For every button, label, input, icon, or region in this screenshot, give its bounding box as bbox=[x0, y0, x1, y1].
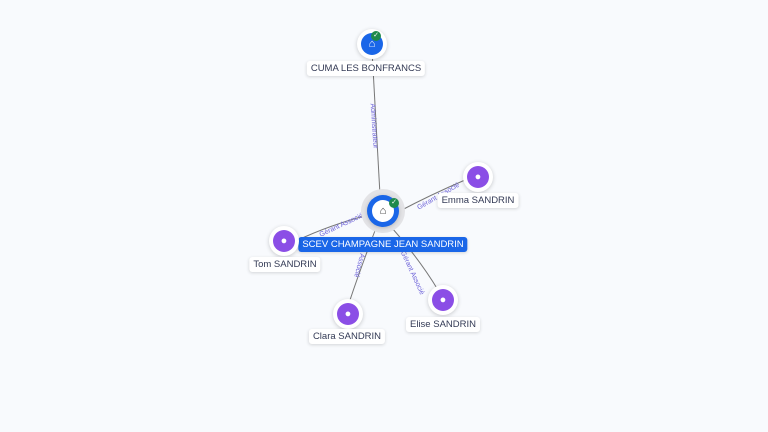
node-label-central[interactable]: SCEV CHAMPAGNE JEAN SANDRIN bbox=[298, 237, 468, 252]
verified-icon: ✓ bbox=[389, 198, 399, 208]
node-central[interactable]: ⌂ bbox=[367, 195, 399, 227]
person-icon: ● bbox=[273, 230, 295, 252]
node-emma[interactable]: ● bbox=[463, 162, 493, 192]
node-clara[interactable]: ● bbox=[333, 299, 363, 329]
person-icon: ● bbox=[337, 303, 359, 325]
node-tom[interactable]: ● bbox=[269, 226, 299, 256]
building-icon: ⌂ bbox=[372, 200, 394, 222]
node-label-tom[interactable]: Tom SANDRIN bbox=[249, 257, 321, 272]
node-elise[interactable]: ● bbox=[428, 285, 458, 315]
node-label-elise[interactable]: Elise SANDRIN bbox=[406, 317, 480, 332]
edge-elise bbox=[391, 227, 439, 291]
edge-clara bbox=[349, 227, 377, 301]
node-label-emma[interactable]: Emma SANDRIN bbox=[437, 193, 519, 208]
person-icon: ● bbox=[432, 289, 454, 311]
verified-icon: ✓ bbox=[371, 31, 381, 41]
node-label-clara[interactable]: Clara SANDRIN bbox=[308, 329, 386, 344]
person-icon: ● bbox=[467, 166, 489, 188]
node-label-cuma[interactable]: CUMA LES BONFRANCS bbox=[306, 61, 426, 76]
